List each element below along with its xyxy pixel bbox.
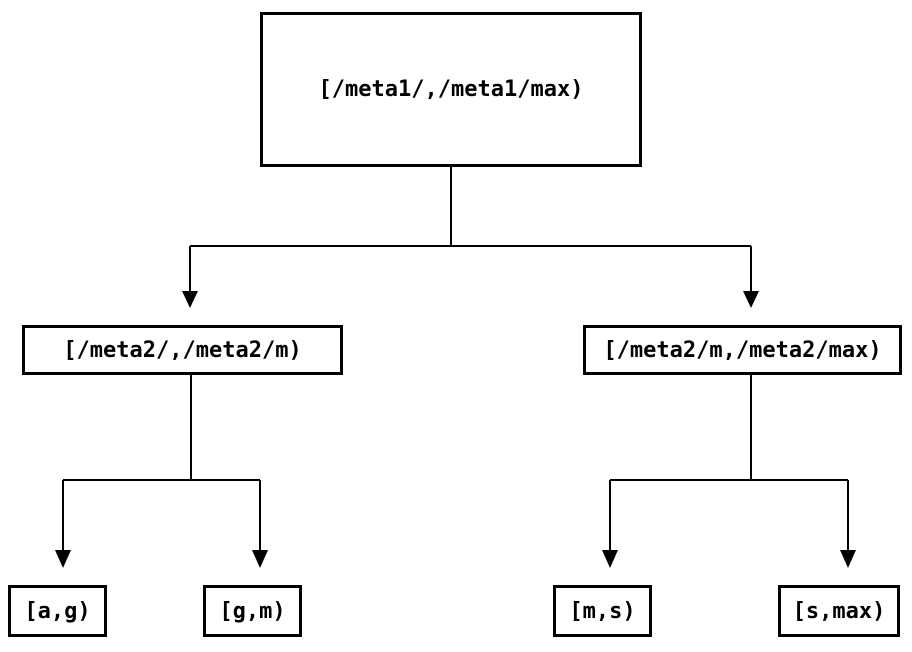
node-meta2-left: [/meta2/,/meta2/m) (22, 325, 343, 375)
node-root-label: [/meta1/,/meta1/max) (318, 77, 584, 102)
arrowhead-icon (840, 550, 856, 568)
node-meta2-left-label: [/meta2/,/meta2/m) (63, 337, 302, 363)
node-leaf-ag: [a,g) (8, 585, 107, 637)
node-leaf-ag-label: [a,g) (24, 598, 91, 624)
node-leaf-ms-label: [m,s) (569, 598, 636, 624)
edge-root-branch (189, 167, 752, 292)
node-leaf-smax: [s,max) (778, 585, 900, 637)
node-meta2-right-label: [/meta2/m,/meta2/max) (603, 337, 882, 363)
node-leaf-ms: [m,s) (553, 585, 652, 637)
arrowhead-icon (55, 550, 71, 568)
arrowhead-icon (743, 291, 759, 308)
node-meta2-right: [/meta2/m,/meta2/max) (583, 325, 902, 375)
arrowhead-icon (182, 291, 198, 308)
edge-left-branch (62, 375, 261, 551)
node-leaf-gm: [g,m) (203, 585, 302, 637)
arrowhead-icon (602, 550, 618, 568)
node-root: [/meta1/,/meta1/max) (260, 12, 642, 167)
edge-right-branch (609, 375, 849, 551)
arrowhead-icon (252, 550, 268, 568)
node-leaf-gm-label: [g,m) (219, 598, 286, 624)
node-leaf-smax-label: [s,max) (792, 598, 886, 624)
